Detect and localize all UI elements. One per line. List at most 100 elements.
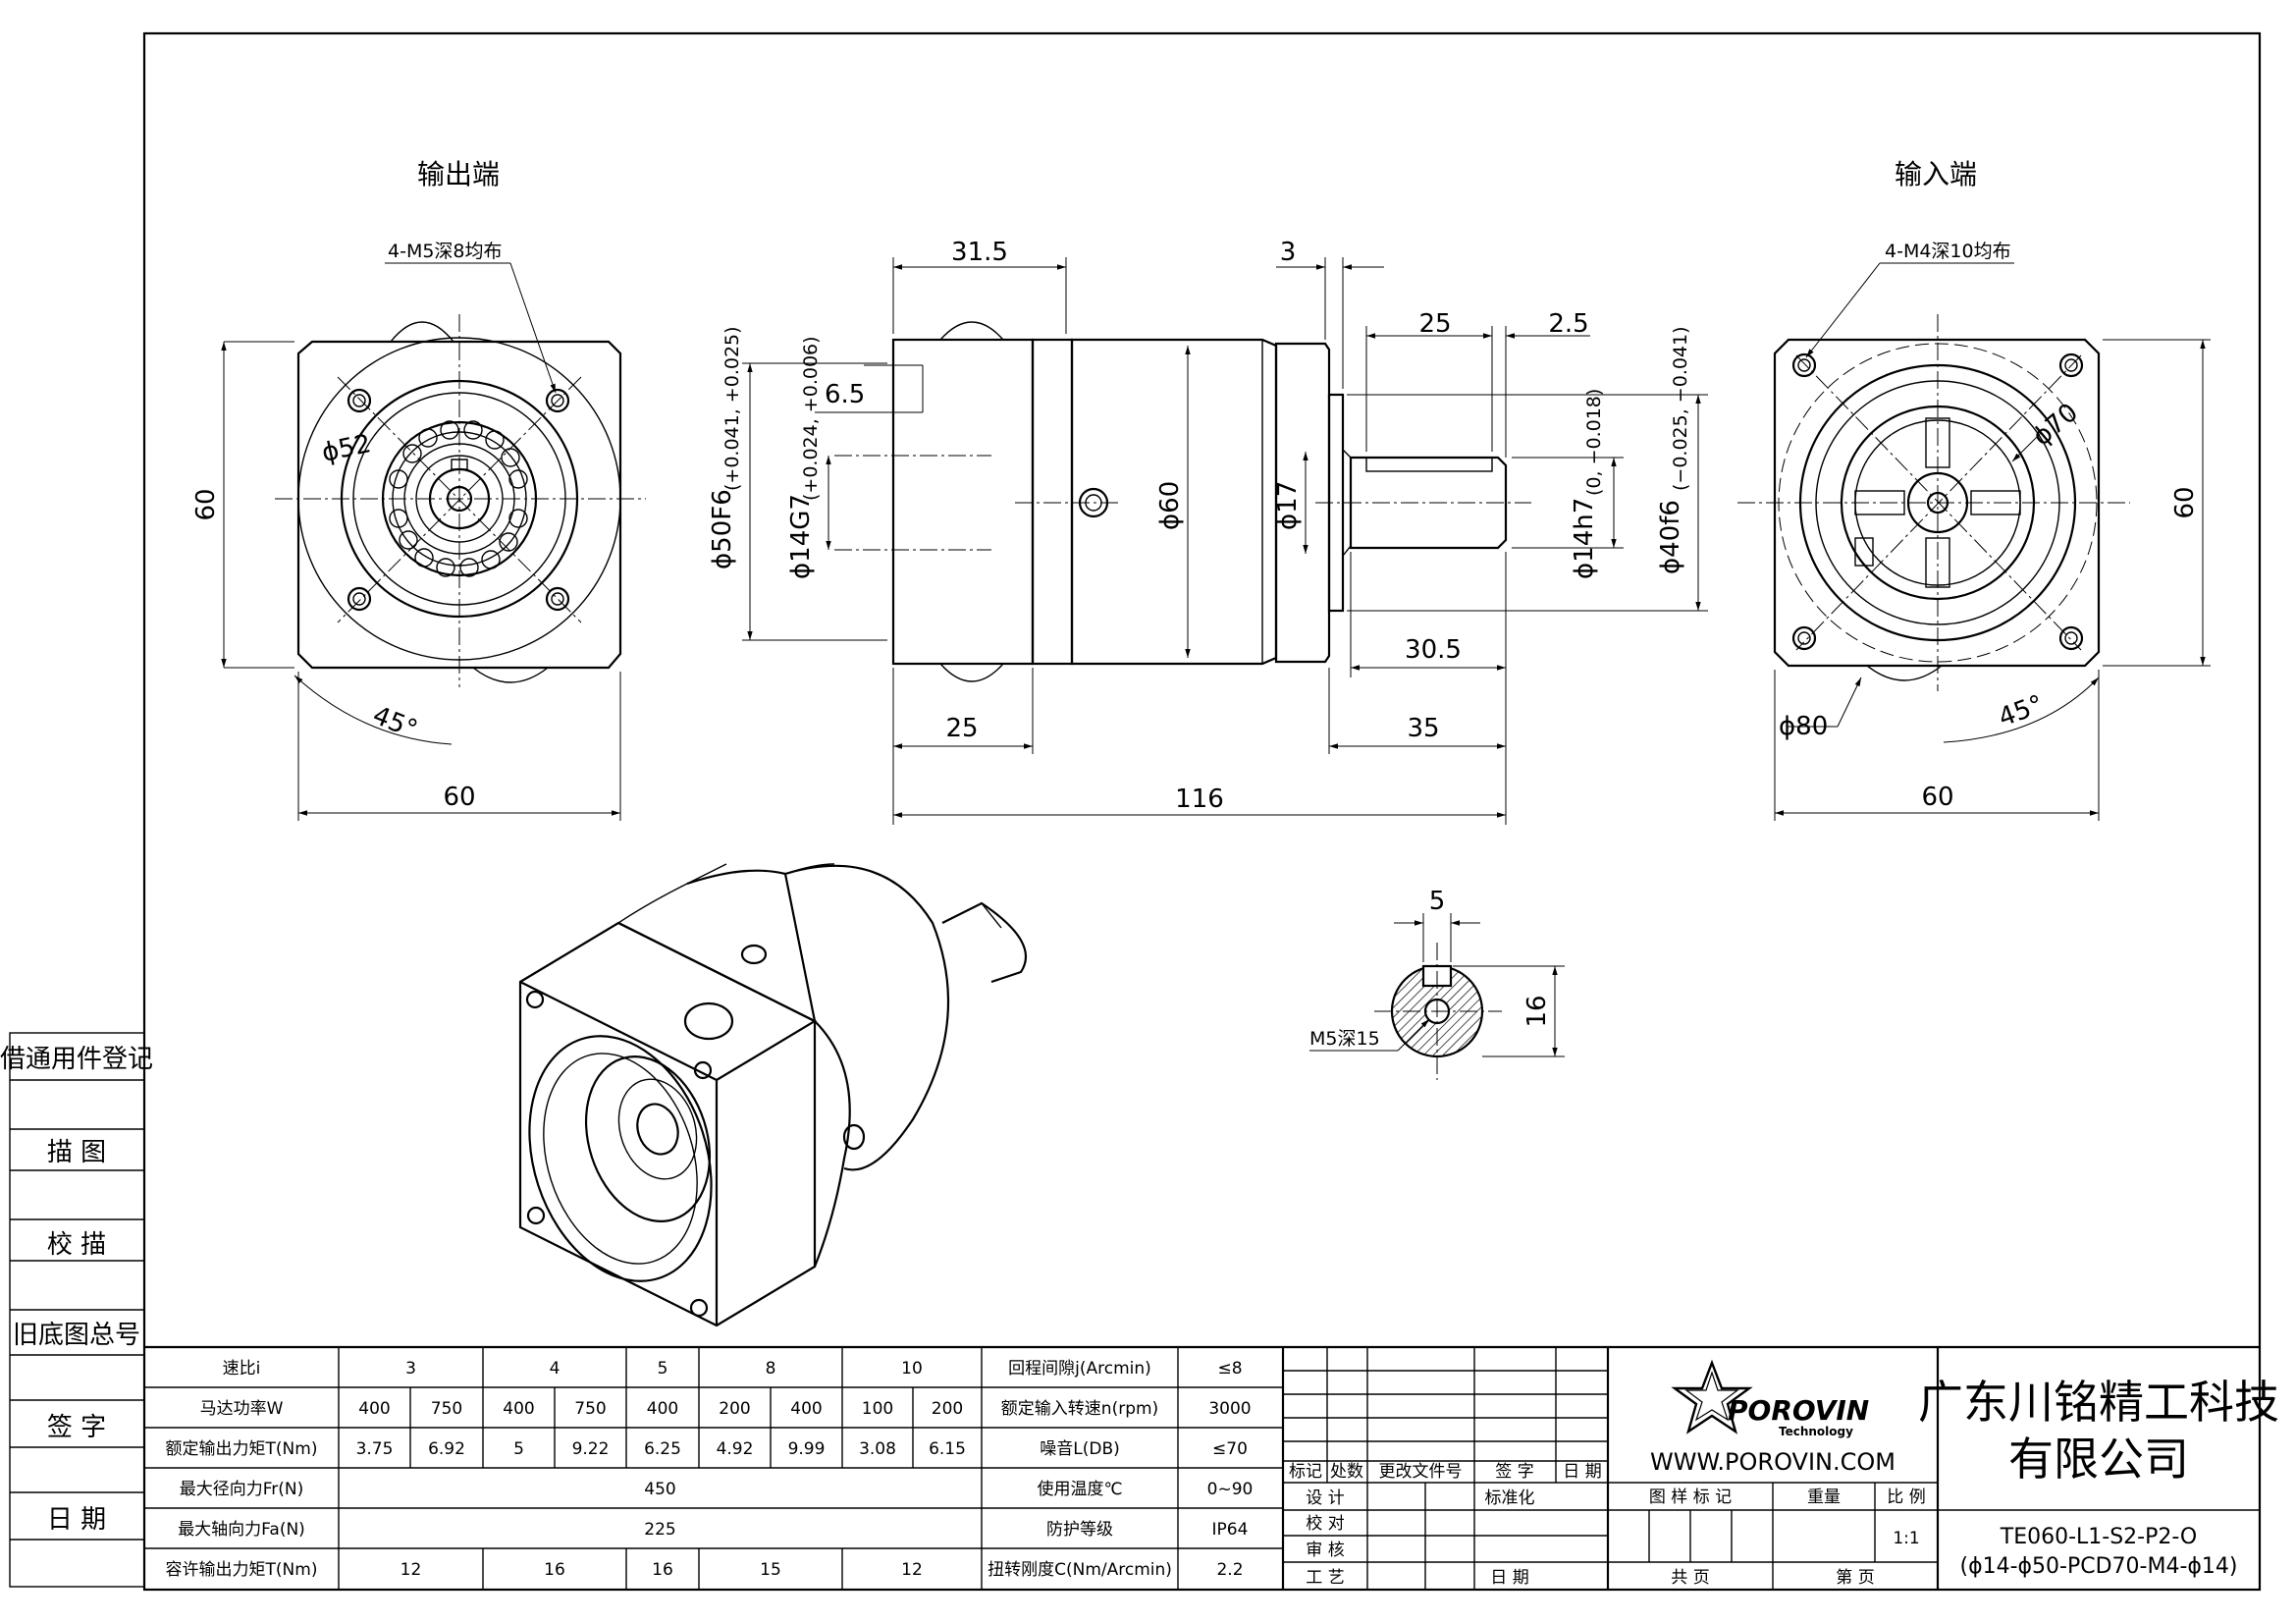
output-pcd-label: ϕ52 [319, 429, 373, 468]
porovin-logo: POROVIN Technology [1671, 1359, 1869, 1438]
spec-cell: 100 [862, 1399, 893, 1419]
spec-cell: 5 [658, 1359, 668, 1379]
info-scale: 1:1 [1893, 1529, 1919, 1548]
spec-right-label: 额定输入转速n(rpm) [1001, 1399, 1158, 1419]
model-spec: (ϕ14-ϕ50-PCD70-M4-ϕ14) [1960, 1554, 2238, 1579]
input-width-dim: 60 [1921, 783, 1953, 812]
shaft-section [1374, 943, 1502, 1080]
isometric-view [518, 863, 1027, 1327]
output-end-view [275, 314, 646, 687]
spec-cell: 6.25 [644, 1439, 681, 1459]
spec-cell: 450 [644, 1480, 675, 1499]
spec-cell: 9.99 [788, 1439, 826, 1459]
spec-row-label: 马达功率W [200, 1399, 284, 1419]
company-name-line1: 广东川铭精工科技 [1918, 1376, 2279, 1429]
spec-cell: 12 [400, 1560, 422, 1580]
spec-cell: 16 [652, 1560, 673, 1580]
logo-subtext: Technology [1779, 1425, 1853, 1438]
side-phi14h-tol: (0, −0.018) [1583, 389, 1605, 496]
spec-row-label: 容许输出力矩T(Nm) [166, 1560, 318, 1580]
spec-cell: 8 [766, 1359, 776, 1379]
spec-cell: 200 [719, 1399, 750, 1419]
spec-cell: 12 [901, 1560, 923, 1580]
section-height-dim: 16 [1522, 995, 1552, 1027]
spec-right-label: 防护等级 [1046, 1520, 1113, 1540]
side-phi14h-dim: ϕ14h7 [1570, 498, 1599, 579]
side-shaft-length-dim: 30.5 [1405, 635, 1462, 665]
output-holes-label: 4-M5深8均布 [388, 241, 503, 262]
rev-header-date: 日 期 [1563, 1462, 1601, 1482]
spec-cell: 225 [644, 1520, 675, 1540]
left-box-label-1: 借通用件登记 [0, 1045, 153, 1074]
sheet-border [142, 31, 2262, 1592]
spec-cell: 200 [932, 1399, 963, 1419]
spec-cell: 10 [901, 1359, 923, 1379]
side-phi14g-dim: ϕ14G7 [786, 494, 816, 579]
side-phi50-dim: ϕ50F6 [708, 489, 737, 569]
info-header-weight: 重量 [1807, 1488, 1841, 1507]
spec-right-label: 噪音L(DB) [1040, 1439, 1120, 1459]
spec-cell: 750 [431, 1399, 462, 1419]
spec-row-label: 最大轴向力Fa(N) [178, 1520, 305, 1540]
rev-header-doc: 更改文件号 [1379, 1462, 1463, 1482]
spec-cell: 400 [358, 1399, 390, 1419]
input-angle-dim: 45° [1995, 690, 2048, 733]
input-dia-label: ϕ80 [1779, 712, 1828, 741]
spec-cell: 4 [550, 1359, 561, 1379]
input-holes-label: 4-M4深10均布 [1885, 241, 2011, 262]
spec-cell: 6.15 [929, 1439, 966, 1459]
info-header-drawing: 图 样 标 记 [1649, 1488, 1732, 1507]
side-total-length-dim: 116 [1175, 784, 1224, 814]
spec-right-value: 3000 [1208, 1399, 1251, 1419]
spec-cell: 400 [503, 1399, 534, 1419]
rev-role-process: 工 艺 [1306, 1568, 1344, 1588]
side-key-length-dim: 25 [1418, 309, 1451, 339]
spec-cell: 3.08 [859, 1439, 896, 1459]
spec-cell: 9.22 [572, 1439, 610, 1459]
spec-row-label: 额定输出力矩T(Nm) [166, 1439, 318, 1459]
spec-cell: 6.92 [428, 1439, 465, 1459]
spec-right-value: 2.2 [1216, 1560, 1243, 1580]
spec-cell: 400 [647, 1399, 678, 1419]
rev-date: 日 期 [1490, 1568, 1528, 1588]
spec-row-label: 速比i [223, 1359, 261, 1379]
left-box-label-5: 签 字 [47, 1413, 106, 1442]
section-key-dim: 5 [1429, 887, 1446, 916]
left-box-label-6: 日 期 [47, 1505, 106, 1535]
rev-header-sign: 签 字 [1495, 1462, 1533, 1482]
spec-right-value: 0~90 [1207, 1480, 1254, 1499]
rev-header-mark: 标记 [1289, 1462, 1322, 1482]
info-sheet-no: 第 页 [1836, 1568, 1874, 1588]
side-phi40-tol: (−0.025, −0.041) [1670, 326, 1691, 491]
section-thread-label: M5深15 [1309, 1028, 1380, 1050]
side-view [834, 321, 1531, 682]
rev-role-review: 审 核 [1306, 1541, 1344, 1560]
side-phi60-dim: ϕ60 [1155, 481, 1185, 530]
spec-row-label: 最大径向力Fr(N) [180, 1480, 304, 1499]
left-side-box [9, 1032, 145, 1588]
spec-cell: 15 [760, 1560, 781, 1580]
spec-right-label: 使用温度℃ [1037, 1479, 1122, 1499]
side-phi40-dim: ϕ40f6 [1656, 500, 1685, 574]
side-shaft-end-dim: 2.5 [1548, 309, 1588, 339]
side-flange-length-dim: 31.5 [951, 238, 1008, 267]
left-box-label-2: 描 图 [47, 1138, 106, 1167]
title-block-frame [144, 1345, 2260, 1590]
spec-cell: 5 [513, 1439, 524, 1459]
info-header-scale: 比 例 [1887, 1488, 1925, 1507]
input-view-label: 输入端 [1895, 158, 1977, 190]
spec-cell: 16 [544, 1560, 565, 1580]
rev-standard: 标准化 [1485, 1488, 1535, 1508]
side-pilot-dim: 6.5 [825, 380, 865, 409]
spec-right-value: ≤8 [1217, 1359, 1242, 1379]
rev-role-check: 校 对 [1306, 1514, 1344, 1534]
left-box-label-3: 校 描 [47, 1230, 106, 1260]
side-phi50-tol: (+0.041, +0.025) [721, 326, 743, 491]
output-view-label: 输出端 [417, 158, 500, 190]
side-phi14g-tol: (+0.024, +0.006) [800, 336, 822, 501]
info-sheets-total: 共 页 [1671, 1568, 1709, 1588]
output-height-dim: 60 [191, 488, 221, 520]
input-height-dim: 60 [2170, 486, 2200, 518]
